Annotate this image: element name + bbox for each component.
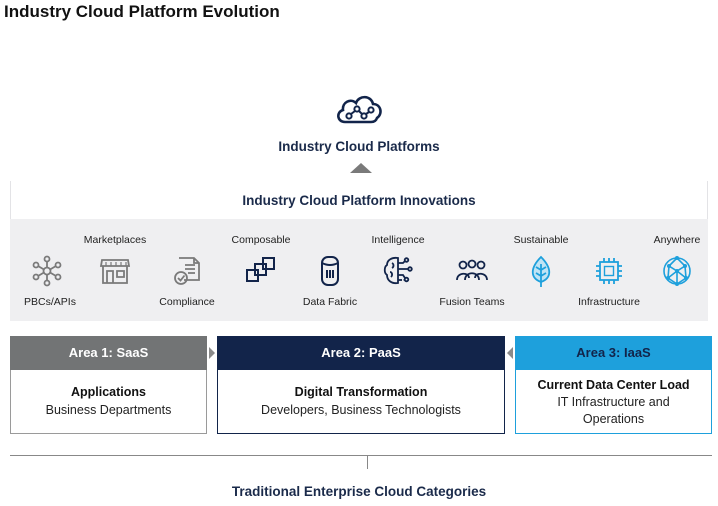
leaf-icon: [531, 255, 551, 287]
area-2-subtitle: Developers, Business Technologists: [261, 403, 461, 417]
area-2-body: Digital Transformation Developers, Busin…: [217, 370, 505, 434]
innovation-label-sustainable: Sustainable: [513, 234, 569, 246]
innovation-label-infrastructure: Infrastructure: [578, 296, 640, 308]
api-hub-icon: [32, 255, 62, 287]
innovation-label-pbcs: PBCs/APIs: [24, 296, 76, 308]
platform-label: Industry Cloud Platforms: [278, 139, 440, 154]
page-title: Industry Cloud Platform Evolution: [4, 2, 280, 21]
area-1-subtitle: Business Departments: [45, 403, 172, 417]
team-icon: [456, 259, 488, 281]
innovation-label-fusion-teams: Fusion Teams: [439, 296, 505, 308]
stacked-squares-icon: [246, 257, 275, 282]
area-1-body: Applications Business Departments: [10, 370, 207, 434]
innovation-label-data-fabric: Data Fabric: [302, 296, 358, 308]
area-3-body: Current Data Center Load IT Infrastructu…: [515, 370, 712, 434]
innovation-label-compliance: Compliance: [159, 296, 215, 308]
innovation-label-composable: Composable: [231, 234, 291, 246]
brain-circuit-icon: [383, 256, 413, 285]
area-3-title: Current Data Center Load: [537, 378, 690, 392]
innovation-label-marketplaces: Marketplaces: [83, 234, 147, 246]
bracket-line: [10, 455, 712, 456]
up-arrow: [350, 163, 372, 173]
database-icon: [321, 256, 339, 286]
area-2-title: Digital Transformation: [294, 385, 428, 399]
globe-network-icon: [663, 256, 691, 286]
footer-label: Traditional Enterprise Cloud Categories: [231, 484, 487, 499]
innovation-label-intelligence: Intelligence: [371, 234, 425, 246]
area-2-header: Area 2: PaaS: [217, 336, 505, 370]
bracket-tick: [367, 455, 368, 469]
area-3-subtitle: IT Infrastructure and Operations: [557, 395, 670, 426]
storefront-icon: [99, 259, 131, 284]
arrow-left-icon: [507, 347, 513, 359]
cloud-network-icon: [337, 95, 382, 124]
chip-icon: [596, 258, 622, 284]
area-3-header: Area 3: IaaS: [515, 336, 712, 370]
innovations-header: Industry Cloud Platform Innovations: [10, 181, 708, 219]
arrow-right-icon: [209, 347, 215, 359]
compliance-doc-icon: [174, 257, 200, 285]
innovation-label-anywhere: Anywhere: [653, 234, 701, 246]
area-1-title: Applications: [70, 385, 146, 399]
area-1-header: Area 1: SaaS: [10, 336, 207, 370]
